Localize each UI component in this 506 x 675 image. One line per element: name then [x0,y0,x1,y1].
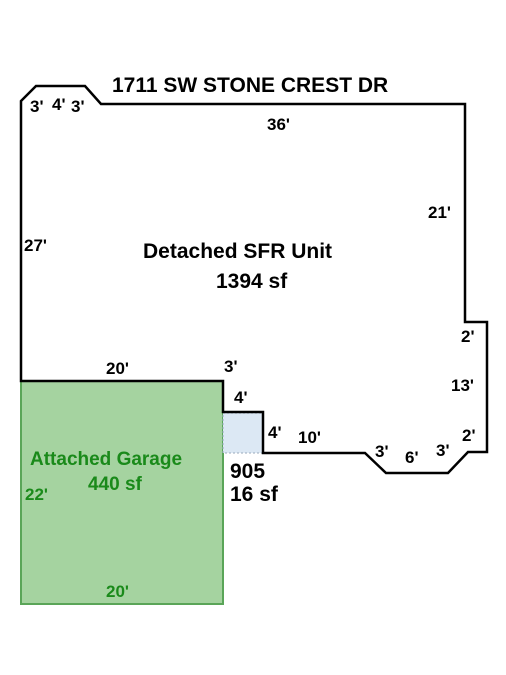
dim-top-corner-left: 3' [30,97,44,116]
property-address-title: 1711 SW STONE CREST DR [112,74,388,97]
dim-garage-left: 22' [25,485,48,504]
dim-right-lower: 13' [451,376,474,395]
dim-inner-3: 3' [224,357,238,376]
dim-left: 27' [24,236,47,255]
garage-name: Attached Garage [30,449,182,470]
dim-bottom-corner-left: 3' [375,442,389,461]
dim-step-vertical: 4' [234,388,248,407]
small-area [222,412,264,454]
dim-right-upper: 21' [428,203,451,222]
dim-garage-bottom: 20' [106,582,129,601]
garage-area-label: 440 sf [88,474,143,495]
dim-top: 36' [267,115,290,134]
small-area-code: 905 [230,460,265,483]
main-unit-outline [19,84,489,475]
dim-step-horizontal: 4' [268,423,282,442]
dim-right-step: 2' [461,327,475,346]
dim-top-corner-mid: 4' [52,95,66,114]
garage-area [20,380,224,605]
dim-bottom-mid: 6' [405,448,419,467]
dim-right-bottom-corner: 2' [462,426,476,445]
dim-top-corner-right: 3' [71,97,85,116]
dim-garage-top: 20' [106,359,129,378]
dim-bottom-corner-right: 3' [436,441,450,460]
small-area-area: 16 sf [230,483,279,506]
main-unit-area: 1394 sf [216,270,288,293]
main-unit-name: Detached SFR Unit [143,240,332,263]
dim-bottom-run: 10' [298,428,321,447]
